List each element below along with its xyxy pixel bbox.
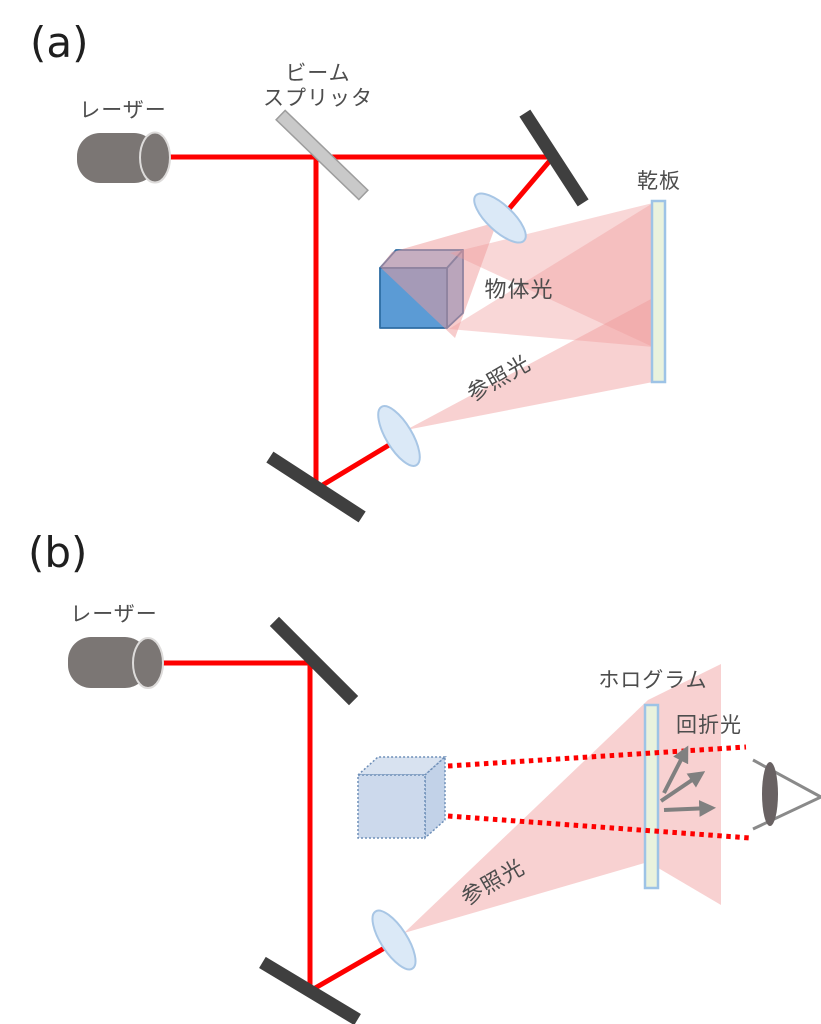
diffracted-light-label: 回折光 <box>676 713 742 737</box>
lens-a-object <box>473 192 527 244</box>
beam-splitter-label: ビーム スプリッタ <box>263 61 373 111</box>
hologram-label: ホログラム <box>598 668 708 692</box>
beam-splitter <box>275 109 369 201</box>
laser-b-body <box>68 637 148 688</box>
diffracted-arrow-middle <box>659 771 706 803</box>
panel-a-tag: (a) <box>30 18 89 67</box>
lens-a-reference <box>377 405 421 467</box>
laser-a-label: レーザー <box>79 98 167 122</box>
virtual-cube-front-face <box>357 774 426 839</box>
panel-b-tag: (b) <box>28 528 88 577</box>
object-light-cone-upper <box>450 203 653 347</box>
laser-b-cap <box>132 637 164 689</box>
reference-light-cone-a <box>406 298 653 430</box>
dry-plate <box>650 199 667 384</box>
mirror-b-top <box>269 616 359 706</box>
hologram-plate <box>643 703 660 890</box>
laser-a-body <box>77 133 157 183</box>
mirror-b-bottom <box>259 956 361 1024</box>
object-light-cone-lower <box>449 203 653 347</box>
object-light-label: 物体光 <box>484 278 554 303</box>
illumination-cone <box>380 222 497 338</box>
diffracted-arrow-horizontal <box>663 800 717 817</box>
dry-plate-label: 乾板 <box>637 169 681 193</box>
beam-splitter-label-line1: ビーム <box>285 61 351 85</box>
diffracted-arrow-steep <box>662 745 689 794</box>
mirror-a-top-right <box>519 109 589 207</box>
eye-pupil <box>762 762 778 826</box>
laser-b-label: レーザー <box>70 602 158 626</box>
sight-line-lower <box>447 813 751 841</box>
lens-b-reference <box>371 909 417 971</box>
beam-splitter-label-line2: スプリッタ <box>263 86 373 110</box>
laser-a-cap <box>139 131 171 184</box>
mirror-a-bottom <box>266 451 366 523</box>
